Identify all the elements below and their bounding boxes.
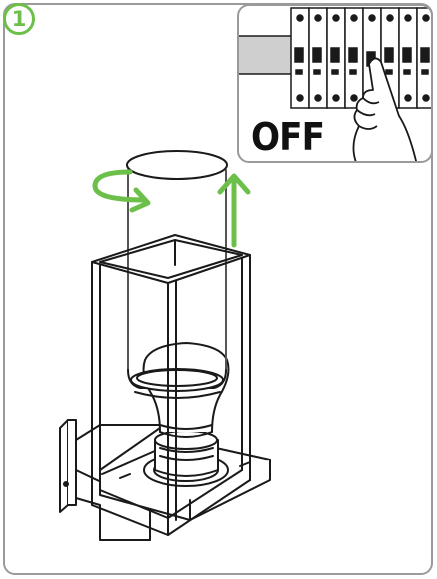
rotate-arrow-icon (92, 169, 151, 213)
step-number: 1 (11, 6, 27, 31)
off-label: OFF (251, 115, 325, 159)
up-arrow-icon (217, 173, 251, 248)
circuit-breaker-icon (239, 7, 431, 161)
wall-mount-plate (59, 419, 161, 541)
step-number-badge: 1 (3, 3, 35, 35)
lamp-cage-frame (91, 234, 251, 536)
breaker-inset: OFF (237, 4, 433, 163)
glass-shade (126, 150, 228, 399)
hand-icon (352, 57, 417, 161)
